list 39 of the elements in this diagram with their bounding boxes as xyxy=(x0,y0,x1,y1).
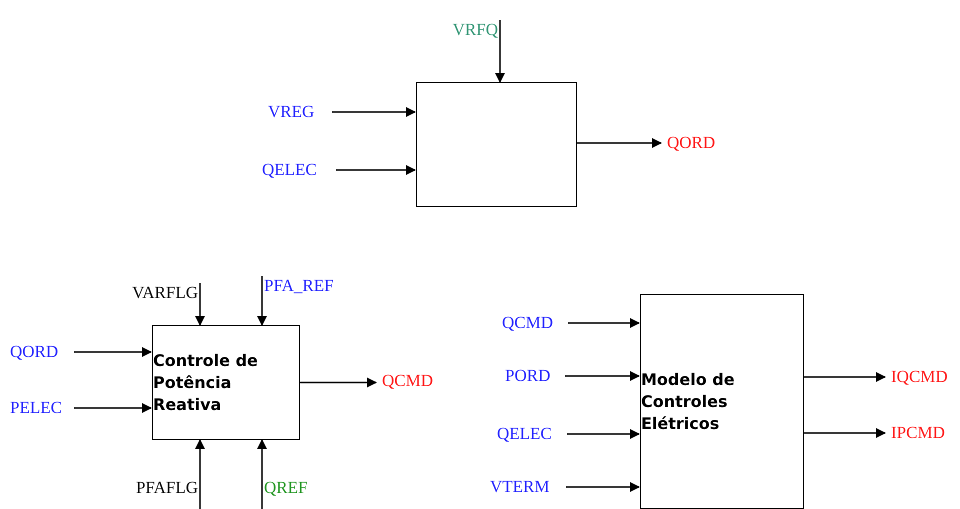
arrow xyxy=(577,138,662,148)
arrow xyxy=(565,371,640,381)
block-box xyxy=(416,82,577,207)
arrow xyxy=(300,378,377,388)
signal-label: VARFLG xyxy=(100,283,198,303)
arrow xyxy=(74,403,152,413)
signal-label: IQCMD xyxy=(891,367,960,387)
signal-label: QORD xyxy=(667,133,732,153)
signal-label: QELEC xyxy=(262,160,332,180)
arrow xyxy=(74,347,152,357)
signal-label: PORD xyxy=(505,366,561,386)
signal-label: PFA_REF xyxy=(264,276,354,296)
arrow xyxy=(567,429,640,439)
signal-label: PELEC xyxy=(10,398,70,418)
arrow xyxy=(804,428,886,438)
arrow xyxy=(566,482,640,492)
signal-label: QCMD xyxy=(382,371,447,391)
arrow xyxy=(804,372,886,382)
block-box xyxy=(152,325,300,440)
signal-label: IPCMD xyxy=(891,423,960,443)
arrow xyxy=(195,283,205,326)
signal-label: VREG xyxy=(268,102,328,122)
block-label: Controle de Potência Reativa xyxy=(153,350,259,416)
arrow xyxy=(495,20,505,83)
arrow xyxy=(568,318,640,328)
signal-label: VRFQ xyxy=(420,20,498,40)
signal-label: VTERM xyxy=(490,477,562,497)
signal-label: PFAFLG xyxy=(110,478,198,498)
signal-label: QORD xyxy=(10,342,70,362)
arrow xyxy=(332,107,416,117)
signal-label: QREF xyxy=(264,478,324,498)
arrow xyxy=(336,165,416,175)
arrow xyxy=(257,439,267,509)
arrow xyxy=(257,276,267,326)
block-label: Modelo de Controles Elétricos xyxy=(641,368,736,434)
signal-label: QCMD xyxy=(502,313,564,333)
block-box xyxy=(640,294,804,509)
signal-label: QELEC xyxy=(497,424,563,444)
arrow xyxy=(195,439,205,509)
